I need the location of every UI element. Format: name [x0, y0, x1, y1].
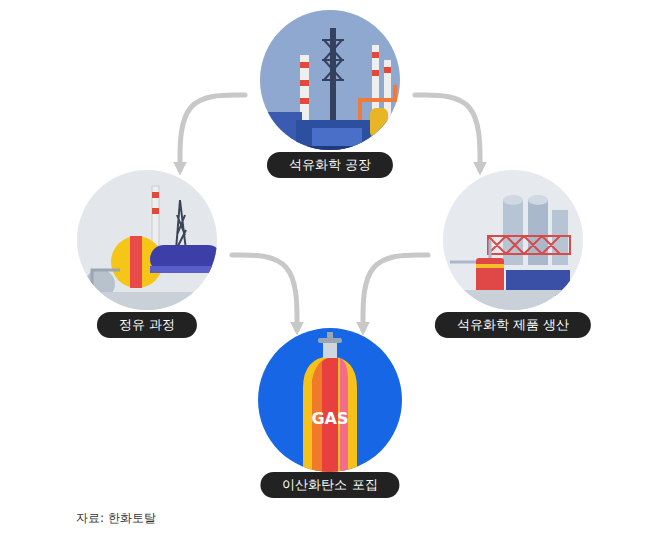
plant-illustration: [250, 0, 412, 166]
gas-cylinder-illustration: [250, 320, 410, 480]
flow-arrow: [180, 95, 245, 170]
flow-arrow: [363, 255, 428, 330]
stage-node: 정유 과정: [62, 170, 232, 340]
source-caption: 자료: 한화토탈: [76, 510, 156, 527]
stage-label: 석유화학 공장: [267, 152, 393, 178]
flow-arrow: [232, 255, 297, 330]
stage-node: 석유화학 공장: [245, 10, 415, 180]
stage-label: 정유 과정: [97, 312, 197, 338]
stage-node: 석유화학 제품 생산: [428, 170, 598, 340]
refinery-illustration: [70, 165, 230, 325]
stage-label: 이산화탄소 포집: [260, 472, 399, 498]
stage-label: 석유화학 제품 생산: [435, 312, 591, 338]
cylinder-label: GAS: [311, 409, 348, 428]
production-illustration: [436, 165, 596, 325]
flow-arrow: [415, 95, 480, 170]
